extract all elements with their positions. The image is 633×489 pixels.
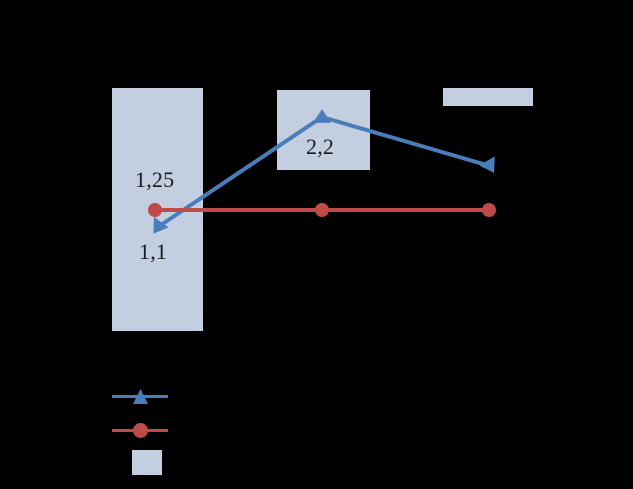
legend-swatch-highlight-box[interactable] xyxy=(132,450,162,475)
triangle-marker-icon xyxy=(133,389,148,404)
legend-item-series-blue[interactable] xyxy=(108,380,348,414)
data-label-1-25: 1,25 xyxy=(135,167,175,192)
highlight-box-left xyxy=(112,88,203,331)
highlight-box-top-right xyxy=(443,88,533,106)
chart-legend xyxy=(108,380,348,475)
circle-marker-icon xyxy=(133,423,148,438)
data-label-1-1: 1,1 xyxy=(139,239,168,264)
data-label-2-2: 2,2 xyxy=(306,134,335,159)
legend-item-series-red[interactable] xyxy=(108,414,348,448)
